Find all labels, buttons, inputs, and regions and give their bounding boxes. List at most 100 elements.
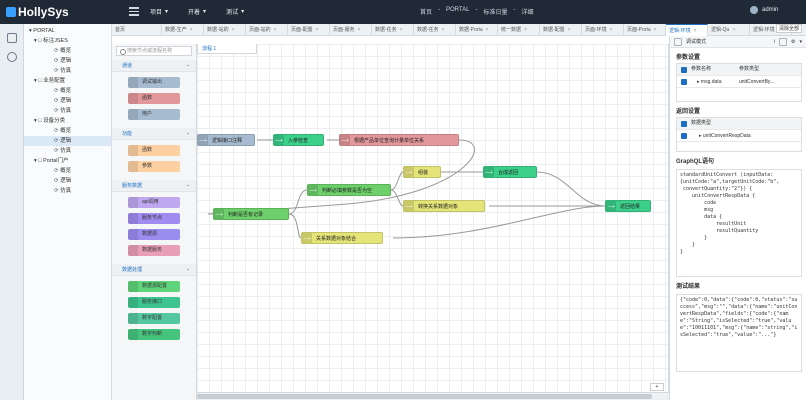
close-icon[interactable]: ×: [189, 27, 193, 33]
tree-node[interactable]: 仿真: [24, 66, 111, 76]
tree-node[interactable]: 概览: [24, 86, 111, 96]
flow-node[interactable]: 关系数据对象结合: [301, 232, 383, 244]
tab-3[interactable]: 页面-站的×: [246, 24, 288, 36]
tree-node[interactable]: 逻辑: [24, 56, 111, 66]
search-icon[interactable]: [7, 52, 17, 62]
top-nav-project[interactable]: 项目▾: [150, 9, 169, 16]
close-icon[interactable]: ×: [273, 27, 277, 33]
tree-node[interactable]: ▾ □ 业务配置: [34, 78, 66, 84]
tab-0[interactable]: 首页: [112, 24, 162, 36]
close-icon[interactable]: ×: [231, 27, 235, 33]
palette-node[interactable]: 数据源配置: [128, 281, 180, 292]
close-icon[interactable]: ×: [485, 27, 489, 33]
flow-node[interactable]: 返回结果: [605, 200, 651, 212]
close-icon[interactable]: ×: [315, 27, 319, 33]
palette-category[interactable]: 服务数据: [112, 179, 196, 192]
tree-node[interactable]: 仿真: [24, 106, 111, 116]
tree-node[interactable]: 逻辑: [24, 96, 111, 106]
tree-node-selected[interactable]: 逻辑: [24, 136, 111, 146]
chevron-down-icon[interactable]: ▾: [799, 38, 802, 45]
palette-node[interactable]: 调试输出: [128, 77, 180, 88]
tab-2[interactable]: 数据-站的×: [204, 24, 246, 36]
top-nav-test[interactable]: 测试▾: [226, 9, 245, 16]
row-checkbox[interactable]: [681, 79, 687, 85]
palette-node[interactable]: 服务接口: [128, 297, 180, 308]
tab-7[interactable]: 数据-任务×: [414, 24, 456, 36]
palette-category[interactable]: 功能: [112, 127, 196, 140]
debug-mode-toggle[interactable]: 调试模式: [686, 39, 707, 45]
tab-8[interactable]: 数据-Porta×: [456, 24, 498, 36]
close-icon[interactable]: ×: [653, 27, 657, 33]
flow-node[interactable]: 转换关系数据对象: [403, 200, 485, 212]
flow-node[interactable]: 组装: [403, 166, 441, 178]
info-icon[interactable]: [674, 37, 682, 46]
flow-node[interactable]: 入参检查: [273, 134, 324, 146]
tab-6[interactable]: 数据-任务×: [372, 24, 414, 36]
palette-node[interactable]: 数字配置: [128, 313, 180, 324]
tree-node[interactable]: ▾ □ 设备分类: [34, 118, 66, 124]
close-icon[interactable]: ×: [693, 27, 697, 34]
breadcrumb-item[interactable]: PORTAL: [446, 7, 470, 13]
info-icon[interactable]: i: [773, 38, 775, 45]
zoom-icon[interactable]: +: [650, 383, 664, 391]
tab-14[interactable]: 逻辑-Qu×: [708, 24, 750, 36]
flow-node[interactable]: 判断是否有记录: [213, 208, 289, 220]
canvas-horizontal-scrollbar[interactable]: [197, 392, 669, 400]
row-checkbox[interactable]: [681, 133, 687, 139]
palette-node[interactable]: 函数: [128, 93, 180, 104]
tab-10[interactable]: 数据-配置×: [540, 24, 582, 36]
palette-search-input[interactable]: 搜索节点或流程名称: [116, 46, 192, 56]
tab-12[interactable]: 页面-Porta×: [624, 24, 666, 36]
checkbox-all[interactable]: [681, 67, 687, 73]
palette-node[interactable]: 用户: [128, 109, 180, 120]
palette-category[interactable]: 数据处理: [112, 263, 196, 276]
graphql-editor[interactable]: standardUnitConvert (inputData: {unitCod…: [676, 169, 802, 277]
clear-all-button[interactable]: 清除全部: [775, 24, 802, 33]
palette-node[interactable]: api调用: [128, 197, 180, 208]
breadcrumb-item[interactable]: 首页: [420, 10, 433, 16]
tree-node[interactable]: ▾ □ Portal门户: [34, 158, 69, 164]
menu-toggle-icon[interactable]: [129, 7, 139, 17]
tab-13[interactable]: 逻辑-环境×: [666, 24, 708, 36]
tab-9[interactable]: 统一数据×: [498, 24, 540, 36]
user-menu[interactable]: admin: [750, 6, 778, 14]
close-icon[interactable]: ×: [567, 27, 571, 33]
close-icon[interactable]: ×: [732, 27, 736, 33]
tree-node[interactable]: 概览: [24, 126, 111, 136]
flow-node[interactable]: 判断必填参数是否为空: [307, 184, 391, 196]
tree-node[interactable]: ▾ PORTAL: [29, 28, 55, 34]
tab-4[interactable]: 页面-配置×: [288, 24, 330, 36]
close-icon[interactable]: ×: [399, 27, 403, 33]
palette-node[interactable]: 数字判断: [128, 329, 180, 340]
tree-node[interactable]: 概览: [24, 166, 111, 176]
palette-node[interactable]: 函数: [128, 145, 180, 156]
flow-node[interactable]: 逻辑接口注释: [197, 134, 255, 146]
close-icon[interactable]: ×: [357, 27, 361, 33]
checkbox-all[interactable]: [681, 121, 687, 127]
tab-11[interactable]: 页面-环境×: [582, 24, 624, 36]
settings-icon[interactable]: ⚙: [791, 38, 796, 45]
tree-node[interactable]: 概览: [24, 46, 111, 56]
tree-node[interactable]: 逻辑: [24, 176, 111, 186]
palette-node[interactable]: 参数: [128, 161, 180, 172]
document-icon[interactable]: [7, 33, 17, 43]
tab-5[interactable]: 页面-服务×: [330, 24, 372, 36]
breadcrumb-item[interactable]: 标准日量: [483, 10, 508, 16]
palette-node[interactable]: 服务节点: [128, 213, 180, 224]
palette-node[interactable]: 数据服务: [128, 245, 180, 256]
palette-node[interactable]: 数据源: [128, 229, 180, 240]
copy-icon[interactable]: [779, 37, 787, 46]
tree-node[interactable]: 仿真: [24, 146, 111, 156]
tab-1[interactable]: 数据-生产×: [162, 24, 204, 36]
table-row[interactable]: ▸ unitConvertRespData: [677, 129, 801, 141]
flow-tab[interactable]: 流程 1: [197, 44, 257, 54]
close-icon[interactable]: ×: [609, 27, 613, 33]
close-icon[interactable]: ×: [524, 27, 527, 33]
tree-node[interactable]: ▾ □ 标注JSES: [34, 38, 68, 44]
close-icon[interactable]: ×: [441, 27, 445, 33]
tree-node[interactable]: 仿真: [24, 186, 111, 196]
scroll-thumb[interactable]: [197, 394, 652, 399]
top-nav-open[interactable]: 开着▾: [188, 9, 207, 16]
flow-node[interactable]: 根据产品单位查询计量单位关系: [339, 134, 459, 146]
